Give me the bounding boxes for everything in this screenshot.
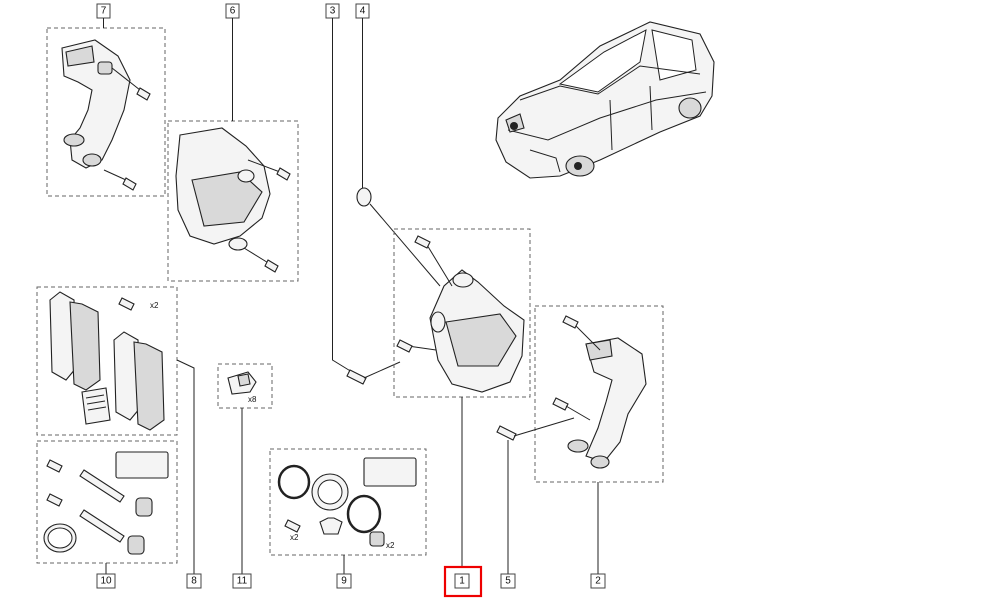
svg-text:11: 11 xyxy=(237,576,248,587)
qty-pad-screws: x2 xyxy=(150,301,159,310)
callout-6[interactable]: 6 xyxy=(225,3,240,19)
callout-3[interactable]: 3 xyxy=(325,3,340,19)
callout-10[interactable]: 10 xyxy=(96,573,116,589)
callout-8[interactable]: 8 xyxy=(186,573,202,589)
callout-7[interactable]: 7 xyxy=(96,3,111,19)
svg-text:5: 5 xyxy=(505,576,511,587)
svg-text:4: 4 xyxy=(360,6,366,17)
qty-seal-screw: x2 xyxy=(290,533,299,542)
svg-text:2: 2 xyxy=(595,576,601,587)
group-7-carrier-bracket[interactable] xyxy=(46,27,166,197)
qty-clip: x8 xyxy=(248,395,257,404)
group-11-clips[interactable]: x8 xyxy=(217,363,273,409)
guide-bolt-3[interactable] xyxy=(346,361,401,385)
group-10-guide-pins[interactable] xyxy=(36,440,178,564)
svg-text:10: 10 xyxy=(100,576,112,587)
group-1-caliper[interactable] xyxy=(393,228,531,398)
svg-text:6: 6 xyxy=(230,6,236,17)
bleed-cap-4[interactable] xyxy=(356,187,441,287)
svg-text:8: 8 xyxy=(191,576,197,587)
guide-bolt-5[interactable] xyxy=(496,417,575,441)
svg-text:1: 1 xyxy=(459,576,465,587)
group-9-seal-kit[interactable]: x2 x2 xyxy=(269,448,427,556)
hatchback-car-icon xyxy=(495,21,715,179)
qty-seal-cap: x2 xyxy=(386,541,395,550)
callout-2[interactable]: 2 xyxy=(590,573,606,589)
group-2-carrier-bracket[interactable] xyxy=(534,305,664,483)
callout-1-selected[interactable]: 1 xyxy=(443,565,483,598)
callout-9[interactable]: 9 xyxy=(336,573,352,589)
callout-4[interactable]: 4 xyxy=(355,3,370,19)
svg-text:3: 3 xyxy=(330,6,336,17)
svg-text:9: 9 xyxy=(341,576,347,587)
group-8-brake-pads[interactable]: x2 xyxy=(36,286,178,436)
callout-11[interactable]: 11 xyxy=(232,573,252,589)
group-6-caliper[interactable] xyxy=(167,120,299,282)
callout-5[interactable]: 5 xyxy=(500,573,516,589)
svg-text:7: 7 xyxy=(101,6,107,17)
